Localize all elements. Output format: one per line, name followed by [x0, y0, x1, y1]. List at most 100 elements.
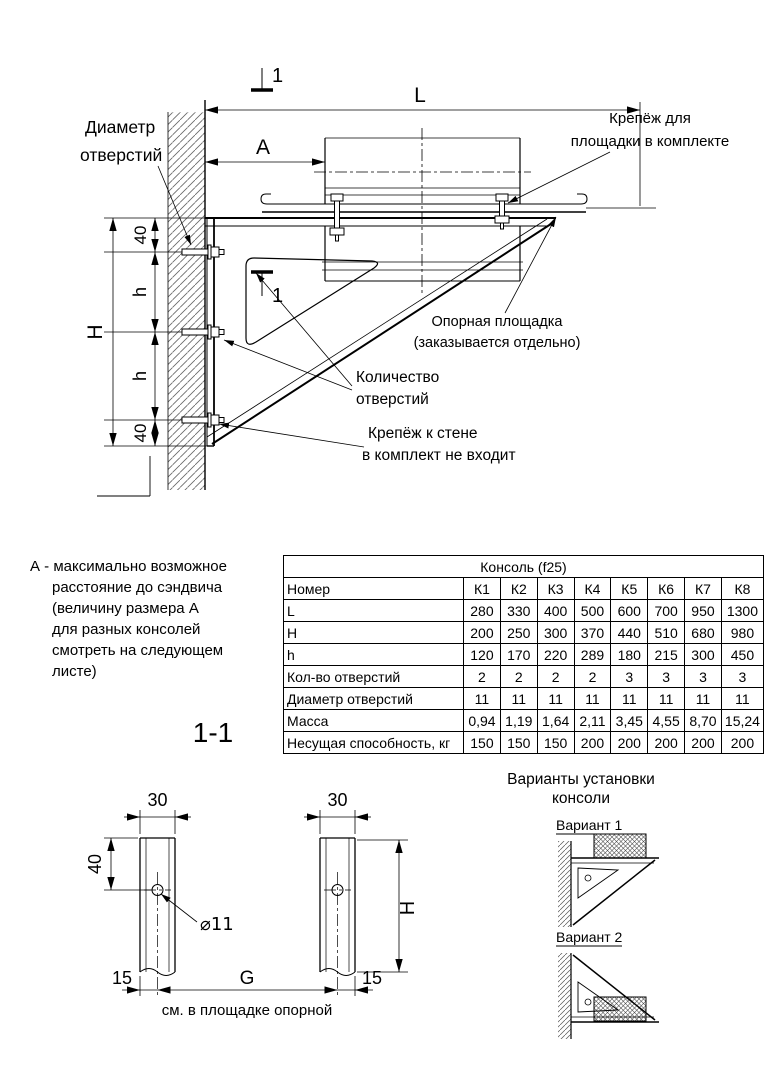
hole-diameter-label-line1: Диаметр — [85, 117, 155, 137]
table-cell: 400 — [536, 599, 575, 622]
table-cell: 150 — [499, 731, 538, 754]
section-mark-middle: 1 — [272, 285, 283, 307]
table-cell: 2 — [463, 665, 501, 688]
left-dimensions — [104, 217, 207, 447]
table-cell: 1300 — [720, 599, 764, 622]
table-cell: 200 — [573, 731, 612, 754]
table-cell: 289 — [573, 643, 612, 666]
table-cell: 11 — [610, 687, 649, 710]
support-platform-label-line1: Опорная площадка — [432, 314, 564, 330]
hole-count-label-line2: отверстий — [356, 391, 429, 408]
dim-H-section: H — [397, 901, 419, 915]
variant-2-diagram — [558, 953, 659, 1039]
dim-40-section: 40 — [85, 854, 105, 874]
table-cell: Диаметр отверстий — [282, 687, 465, 710]
section-cut-marks — [251, 68, 273, 296]
gusset-plate — [245, 257, 379, 345]
table-cell: 950 — [684, 599, 722, 622]
dim-15-right: 15 — [362, 968, 382, 988]
variant-1-label: Вариант 1 — [556, 817, 623, 833]
table-header-cell: К1 — [463, 577, 501, 600]
platform-bolts — [329, 193, 510, 242]
table-cell: 2,11 — [573, 709, 612, 732]
table-cell: 980 — [720, 621, 764, 644]
support-platform-label-line2: (заказывается отдельно) — [414, 335, 581, 351]
table-cell: 3 — [684, 665, 722, 688]
variants-title-line2: консоли — [552, 790, 610, 807]
hole-diameter-callout: ⌀11 — [200, 914, 234, 935]
table-cell: 700 — [647, 599, 686, 622]
table-header-cell: К8 — [720, 577, 764, 600]
table-cell: Масса — [282, 709, 465, 732]
table-cell: 11 — [499, 687, 538, 710]
table-cell: 600 — [610, 599, 649, 622]
note-a: А - максимально возможное расстояние до … — [30, 558, 227, 680]
platform-reference-note: см. в площадке опорной — [162, 1002, 333, 1019]
table-cell: 3,45 — [610, 709, 649, 732]
dim-30-left: 30 — [147, 790, 167, 810]
table-cell: 215 — [647, 643, 686, 666]
table-cell: 170 — [499, 643, 538, 666]
top-dimensions — [205, 102, 641, 206]
table-cell: 220 — [536, 643, 575, 666]
wall-anchor — [181, 324, 225, 340]
table-cell: 510 — [647, 621, 686, 644]
table-cell: L — [282, 599, 465, 622]
table-cell: 200 — [684, 731, 722, 754]
section-dimensions — [104, 810, 408, 996]
variant-1-diagram — [558, 833, 659, 927]
table-header-cell: К7 — [684, 577, 722, 600]
support-platform — [260, 193, 656, 213]
table-header-cell: К5 — [610, 577, 649, 600]
table-cell: 250 — [499, 621, 538, 644]
table-cell: 180 — [610, 643, 649, 666]
wall-fastener-label-line1: Крепёж к стене — [368, 425, 478, 442]
hole-diameter-label-line2: отверстий — [80, 145, 162, 165]
table-cell: 280 — [463, 599, 501, 622]
table-cell: 330 — [499, 599, 538, 622]
table-cell: 300 — [536, 621, 575, 644]
table-header-cell: К4 — [573, 577, 612, 600]
platform-fastener-label-line2: площадки в комплекте — [571, 133, 729, 150]
wall-fastener-label-line2: в комплект не входит — [362, 447, 516, 464]
table-cell: 11 — [684, 687, 722, 710]
dim-h-lower: h — [130, 371, 150, 381]
table-title: Консоль (f25) — [283, 555, 764, 578]
dim-L: L — [414, 84, 426, 107]
table-cell: 200 — [720, 731, 764, 754]
table-cell: 0,94 — [463, 709, 501, 732]
table-header-cell: К3 — [536, 577, 575, 600]
table-cell: 11 — [573, 687, 612, 710]
table-header-cell: К2 — [499, 577, 538, 600]
table-cell: 680 — [684, 621, 722, 644]
bolt — [494, 193, 510, 230]
table-cell: 370 — [573, 621, 612, 644]
console-bracket — [205, 217, 556, 447]
table-cell: 2 — [536, 665, 575, 688]
table-cell: 1,19 — [499, 709, 538, 732]
table-cell: 3 — [647, 665, 686, 688]
hole-count-label-line1: Количество — [356, 369, 439, 386]
table-cell: 11 — [536, 687, 575, 710]
dim-H-main: H — [84, 324, 107, 339]
wall-hatch — [168, 112, 205, 490]
table-cell: 3 — [610, 665, 649, 688]
table-cell: 11 — [647, 687, 686, 710]
variants-title-line1: Варианты установки — [507, 771, 655, 788]
table-cell: 1,64 — [536, 709, 575, 732]
leader-lines — [157, 151, 611, 448]
dim-h-upper: h — [130, 287, 150, 297]
dim-40-bottom: 40 — [131, 424, 150, 443]
table-cell: 120 — [463, 643, 501, 666]
table-cell: 200 — [463, 621, 501, 644]
